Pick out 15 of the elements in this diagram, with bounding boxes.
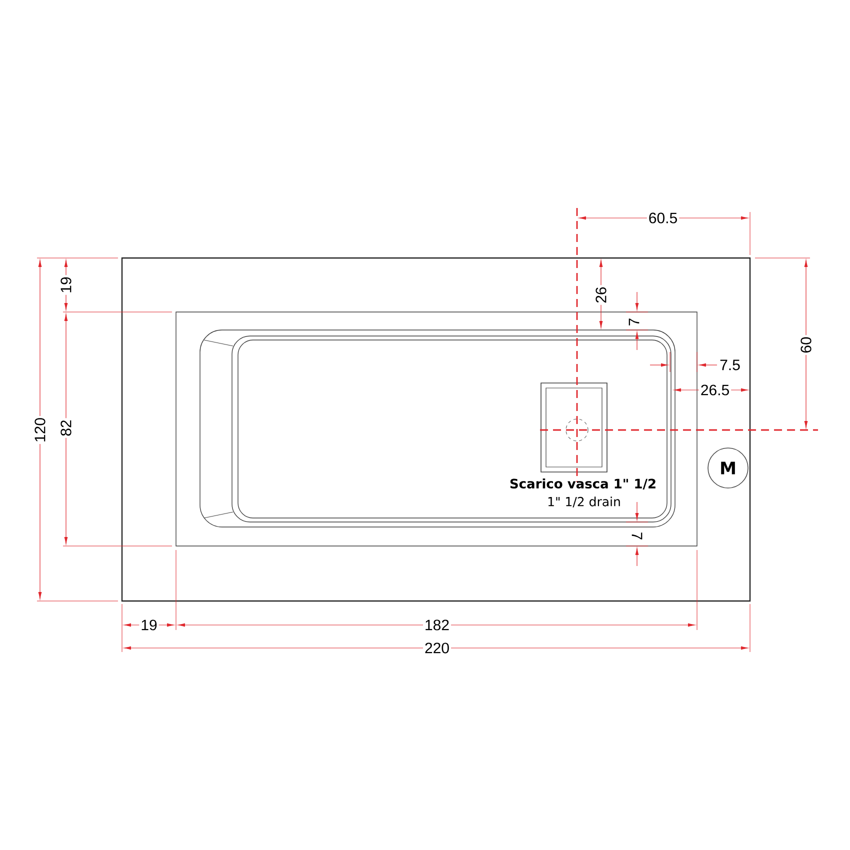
dimension-label: 60 bbox=[799, 335, 813, 355]
dimension-label: 60.5 bbox=[646, 211, 680, 225]
dimension-label: 220 bbox=[423, 641, 452, 655]
drain-label: 1" 1/2 drain bbox=[548, 496, 620, 508]
dimension-label: 82 bbox=[59, 418, 73, 438]
dimension-label: 19 bbox=[59, 275, 73, 295]
drain-label: Scarico vasca 1" 1/2 bbox=[510, 478, 656, 490]
dimension-label: 26 bbox=[594, 285, 608, 305]
dimension-label: 7 bbox=[627, 316, 641, 328]
dimension-label: 7.5 bbox=[718, 358, 742, 372]
dimension-label: 7 bbox=[630, 530, 644, 542]
dimension-label: 120 bbox=[33, 416, 47, 444]
dimension-label: 19 bbox=[139, 618, 159, 632]
dimension-label: 182 bbox=[423, 618, 452, 632]
dimension-label: 26.5 bbox=[698, 383, 732, 397]
